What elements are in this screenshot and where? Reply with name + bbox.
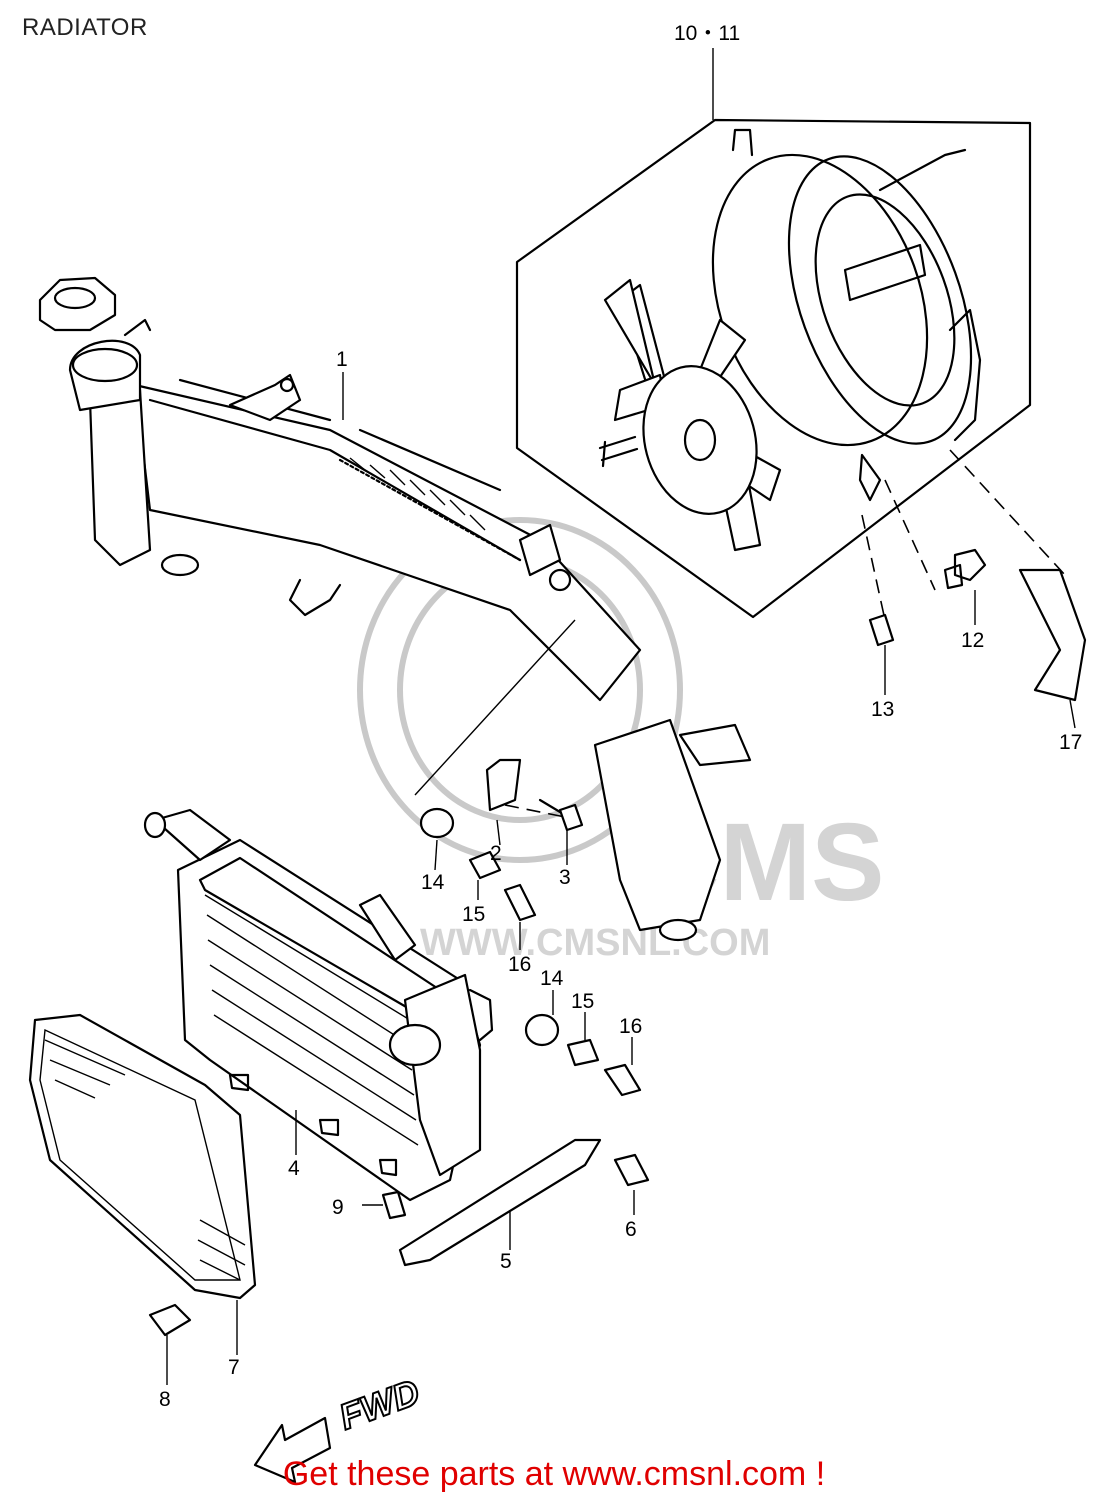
- callout-9: 9: [332, 1196, 344, 1219]
- callout-17: 17: [1059, 731, 1082, 754]
- assembly-line-3: [504, 804, 581, 821]
- collar-15-top: [468, 850, 502, 880]
- callout-10-11: 10・11: [674, 22, 740, 45]
- grommet-14-top: [419, 807, 455, 839]
- stay-5: [398, 1138, 602, 1267]
- lower-radiator: [143, 808, 494, 1202]
- callout-12: 12: [961, 629, 984, 652]
- nut-13: [868, 613, 895, 647]
- radiator-grill-7: [28, 1013, 257, 1300]
- assembly-line-12: [884, 479, 936, 591]
- fan-blade: [603, 278, 782, 552]
- callout-15-top: 15: [462, 903, 485, 926]
- bolt-3: [558, 803, 584, 832]
- bracket-2: [485, 758, 522, 812]
- leader-14-top: [414, 619, 576, 796]
- fan-assembly: [515, 118, 1032, 619]
- callout-16-bottom: 16: [619, 1015, 642, 1038]
- callout-14-bottom: 14: [540, 967, 564, 990]
- main-radiator: [38, 276, 752, 942]
- callout-16-top: 16: [508, 953, 531, 976]
- watermark-url: WWW.CMSNL.COM: [420, 922, 770, 964]
- bolt-6: [613, 1153, 650, 1187]
- page-title: RADIATOR: [22, 14, 148, 41]
- nut-9: [381, 1190, 407, 1220]
- callout-8: 8: [159, 1388, 171, 1411]
- callout-7: 7: [228, 1356, 240, 1379]
- assembly-line-13: [861, 514, 886, 621]
- callout-2: 2: [490, 842, 502, 865]
- collar-15-bottom: [566, 1038, 600, 1067]
- bolt-16-bottom: [603, 1063, 642, 1097]
- fwd-label: FWD: [334, 1371, 425, 1438]
- band-17: [1018, 568, 1087, 702]
- bolt-12: [943, 548, 987, 590]
- callout-4: 4: [288, 1157, 300, 1180]
- callout-13: 13: [871, 698, 894, 721]
- assembly-line-17: [949, 449, 1066, 576]
- radiator-cap: [38, 276, 117, 332]
- grommet-14-bottom: [524, 1013, 560, 1047]
- leader-lines: [166, 372, 1076, 1385]
- callout-6: 6: [625, 1218, 637, 1241]
- callout-15-bottom: 15: [571, 990, 594, 1013]
- screw-8: [148, 1303, 192, 1337]
- footer-link-text[interactable]: Get these parts at www.cmsnl.com !: [282, 1455, 826, 1493]
- callout-1: 1: [336, 348, 348, 371]
- callout-5: 5: [500, 1250, 512, 1273]
- bolt-16-top: [503, 883, 537, 922]
- callout-3: 3: [559, 866, 571, 889]
- callout-14-top: 14: [421, 871, 445, 894]
